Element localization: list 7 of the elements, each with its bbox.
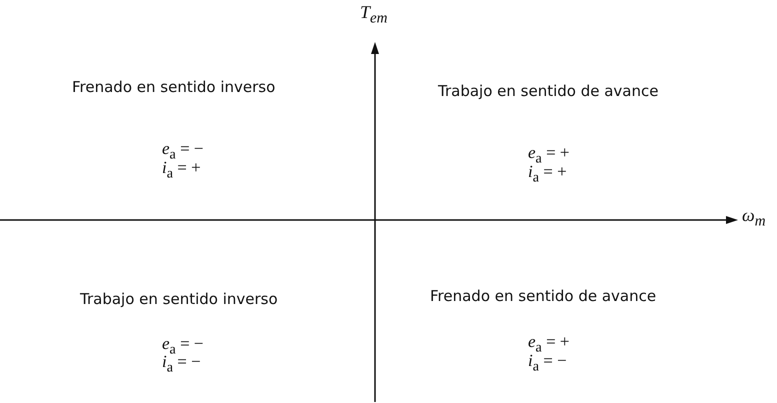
quadrant-title: Frenado en sentido de avance xyxy=(430,287,656,305)
equation: i$_{a}$ = − xyxy=(162,353,201,376)
axis-label: ω$_{m}$ xyxy=(742,205,766,231)
quadrant-title: Trabajo en sentido inverso xyxy=(80,290,278,308)
axis-label: T$_{em}$ xyxy=(360,2,388,28)
quadrant-title: Frenado en sentido inverso xyxy=(72,78,276,96)
quadrant-title: Trabajo en sentido de avance xyxy=(438,82,658,100)
